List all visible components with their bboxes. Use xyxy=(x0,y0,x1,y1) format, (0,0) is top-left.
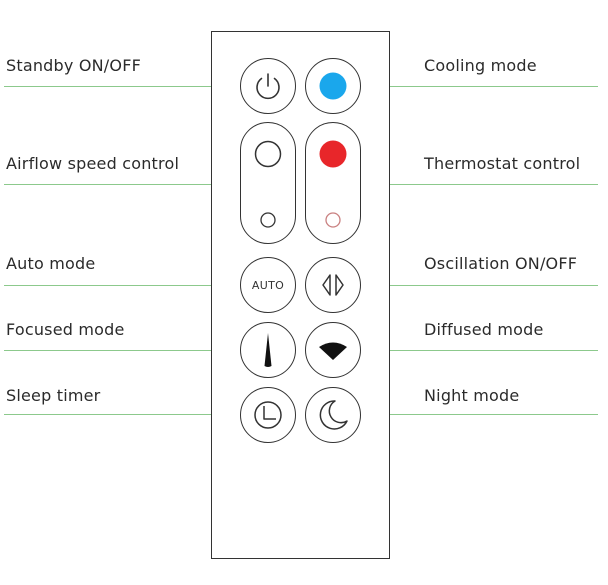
sleep-timer-button[interactable] xyxy=(240,387,296,443)
remote-control-body xyxy=(211,31,390,559)
thermostat-down-ring-icon xyxy=(324,211,342,229)
airflow-speed-up-icon xyxy=(253,139,283,169)
leader-line-sleep xyxy=(4,414,240,415)
auto-mode-button[interactable]: AUTO xyxy=(240,257,296,313)
label-auto-mode: Auto mode xyxy=(6,254,96,273)
label-focused: Focused mode xyxy=(6,320,125,339)
thermostat-control[interactable] xyxy=(305,122,361,244)
focused-mode-button[interactable] xyxy=(240,322,296,378)
label-oscillation: Oscillation ON/OFF xyxy=(424,254,578,273)
diffused-mode-button[interactable] xyxy=(305,322,361,378)
leader-line-thermostat xyxy=(362,184,598,185)
cooling-mode-button[interactable] xyxy=(305,58,361,114)
label-standby: Standby ON/OFF xyxy=(6,56,141,75)
leader-line-standby xyxy=(4,86,240,87)
night-mode-button[interactable] xyxy=(305,387,361,443)
label-airflow: Airflow speed control xyxy=(6,154,180,173)
power-icon xyxy=(251,69,285,103)
leader-line-night xyxy=(362,414,598,415)
leader-line-focused xyxy=(4,350,240,351)
blue-dot-icon xyxy=(318,71,348,101)
auto-mode-text: AUTO xyxy=(251,278,285,292)
label-sleep: Sleep timer xyxy=(6,386,101,405)
oscillation-arrows-icon xyxy=(315,270,351,300)
airflow-speed-down-icon xyxy=(259,211,277,229)
diffused-airflow-icon xyxy=(315,335,351,365)
standby-button[interactable] xyxy=(240,58,296,114)
moon-icon xyxy=(315,397,351,433)
leader-line-oscillation xyxy=(362,285,598,286)
label-diffused: Diffused mode xyxy=(424,320,544,339)
label-thermostat: Thermostat control xyxy=(424,154,581,173)
leader-line-airflow xyxy=(4,184,240,185)
label-cooling: Cooling mode xyxy=(424,56,537,75)
leader-line-auto xyxy=(4,285,240,286)
label-night: Night mode xyxy=(424,386,520,405)
leader-line-cooling xyxy=(362,86,598,87)
leader-line-diffused xyxy=(362,350,598,351)
red-dot-icon xyxy=(318,139,348,169)
oscillation-button[interactable] xyxy=(305,257,361,313)
clock-icon xyxy=(250,397,286,433)
airflow-speed-control[interactable] xyxy=(240,122,296,244)
focused-airflow-icon xyxy=(253,330,283,370)
